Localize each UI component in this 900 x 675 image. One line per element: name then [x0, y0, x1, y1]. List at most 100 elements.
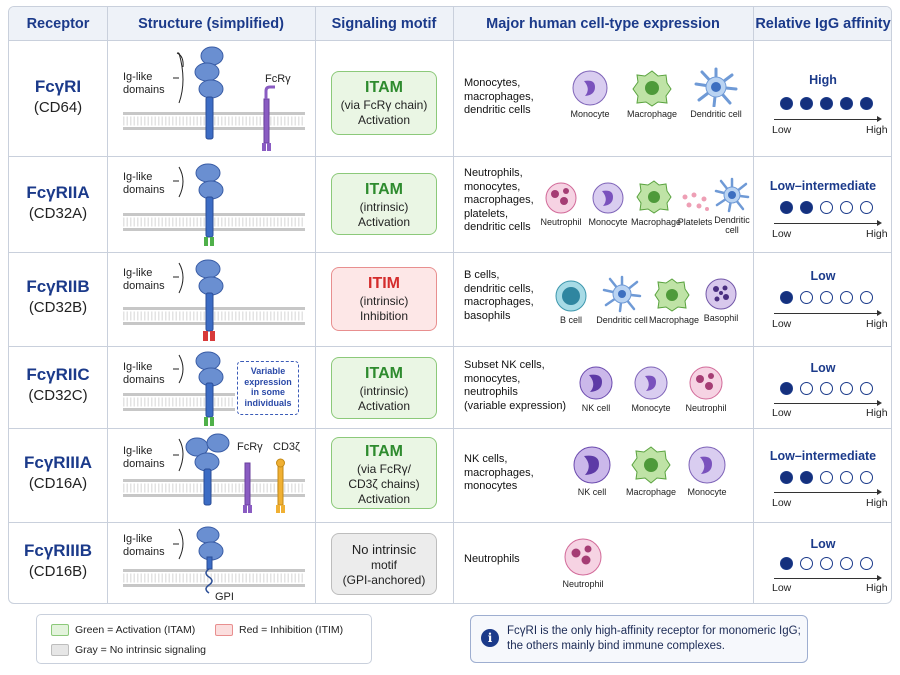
note-line-2: the others mainly bind immune complexes.	[507, 640, 725, 652]
affinity-dots	[780, 201, 880, 215]
affinity-dot-filled	[800, 201, 813, 214]
receptor-name: FcγRIIIA(CD16A)	[23, 453, 93, 492]
affinity-dot-empty	[800, 291, 813, 304]
affinity-dot-empty	[860, 557, 873, 570]
legend-swatch-gray	[51, 644, 69, 656]
signaling-motif: ITAM (intrinsic)Activation	[331, 173, 437, 235]
table-header: Receptor Structure (simplified) Signalin…	[9, 7, 891, 41]
signaling-motif: ITIM (intrinsic)Inhibition	[331, 267, 437, 331]
receptor-name: FcγRI(CD64)	[33, 77, 83, 116]
affinity-dot-empty	[840, 382, 853, 395]
column-divider	[107, 7, 108, 603]
membrane	[123, 112, 305, 130]
affinity-dot-filled	[780, 557, 793, 570]
fcr-gamma-label: FcRγ	[265, 73, 291, 85]
affinity-dot-empty	[860, 201, 873, 214]
cell-dendritic: Dendritic cell	[685, 67, 747, 119]
affinity-dot-filled	[780, 382, 793, 395]
cell-macrophage: Macrophage	[631, 179, 681, 227]
color-legend: Green = Activation (ITAM) Red = Inhibiti…	[36, 614, 372, 664]
cell-monocyte: Monocyte	[564, 69, 616, 119]
affinity-dot-empty	[860, 382, 873, 395]
affinity-dots	[780, 291, 880, 305]
cell-expression-text: B cells,dendritic cells,macrophages,baso…	[464, 269, 534, 322]
info-note: i FcγRI is the only high-affinity recept…	[470, 615, 808, 663]
legend-green: Green = Activation (ITAM)	[75, 624, 196, 636]
affinity-dot-empty	[820, 201, 833, 214]
cell-expression-text: NK cells,macrophages,monocytes	[464, 453, 534, 492]
affinity-dot-empty	[820, 471, 833, 484]
receptor-name: FcγRIIC(CD32C)	[26, 365, 90, 404]
header-affinity: Relative IgG affinity	[755, 16, 891, 32]
cell-dendritic: Dendritic cell	[595, 275, 649, 325]
column-divider	[315, 7, 316, 603]
cell-basophil: Basophil	[699, 277, 743, 323]
receptor-name: FcγRIIA(CD32A)	[26, 183, 90, 222]
cell-macrophage: Macrophage	[649, 277, 699, 325]
note-line-1: FcγRI is the only high-affinity receptor…	[507, 625, 801, 637]
cell-nk: NK cell	[569, 445, 615, 497]
cell-neutrophil: Neutrophil	[557, 537, 609, 589]
cell-monocyte: Monocyte	[683, 445, 731, 497]
affinity-dots	[780, 557, 880, 571]
signaling-motif: No intrinsic motif(GPI-anchored)	[331, 533, 437, 595]
affinity-dot-filled	[780, 201, 793, 214]
affinity-dot-empty	[860, 471, 873, 484]
header-receptor: Receptor	[26, 16, 90, 32]
affinity-dots	[780, 97, 880, 111]
affinity-dots	[780, 382, 880, 396]
affinity-dot-filled	[780, 291, 793, 304]
affinity-dot-empty	[840, 291, 853, 304]
column-divider	[453, 7, 454, 603]
column-divider	[753, 7, 754, 603]
cell-expression-text: Neutrophils	[464, 553, 520, 565]
legend-red: Red = Inhibition (ITIM)	[239, 624, 344, 636]
receptor-name: FcγRIIB(CD32B)	[26, 277, 90, 316]
header-expression: Major human cell-type expression	[486, 16, 720, 32]
fcr-gamma-label: FcRγ	[237, 441, 263, 453]
affinity-dot-empty	[800, 557, 813, 570]
legend-swatch-red	[215, 624, 233, 636]
affinity-dot-empty	[820, 557, 833, 570]
affinity-dot-empty	[820, 382, 833, 395]
legend-gray: Gray = No intrinsic signaling	[75, 644, 207, 656]
affinity-dot-filled	[840, 97, 853, 110]
cell-platelets: Platelets	[677, 191, 713, 227]
affinity-dot-filled	[820, 97, 833, 110]
affinity-dot-empty	[840, 471, 853, 484]
affinity-dot-empty	[860, 291, 873, 304]
signaling-motif: ITAM (intrinsic)Activation	[331, 357, 437, 419]
cell-macrophage: Macrophage	[623, 69, 681, 119]
cell-macrophage: Macrophage	[623, 445, 679, 497]
cell-monocyte: Monocyte	[587, 181, 629, 227]
affinity-dot-filled	[780, 97, 793, 110]
receptor-table: Receptor Structure (simplified) Signalin…	[8, 6, 892, 604]
affinity-dot-filled	[800, 97, 813, 110]
cell-expression-text: Neutrophils,monocytes,macrophages,platel…	[464, 167, 534, 233]
header-structure: Structure (simplified)	[138, 16, 284, 32]
affinity-dot-empty	[820, 291, 833, 304]
cd3-zeta-label: CD3ζ	[273, 441, 300, 453]
header-motif: Signaling motif	[331, 16, 437, 32]
receptor-name: FcγRIIIB(CD16B)	[23, 541, 93, 580]
cell-neutrophil: Neutrophil	[683, 365, 729, 413]
cell-monocyte: Monocyte	[629, 365, 673, 413]
affinity-dot-empty	[800, 382, 813, 395]
cell-neutrophil: Neutrophil	[539, 181, 583, 227]
signaling-motif: ITAM (via FcRγ/CD3ζ chains)Activation	[331, 437, 437, 509]
legend-swatch-green	[51, 624, 69, 636]
